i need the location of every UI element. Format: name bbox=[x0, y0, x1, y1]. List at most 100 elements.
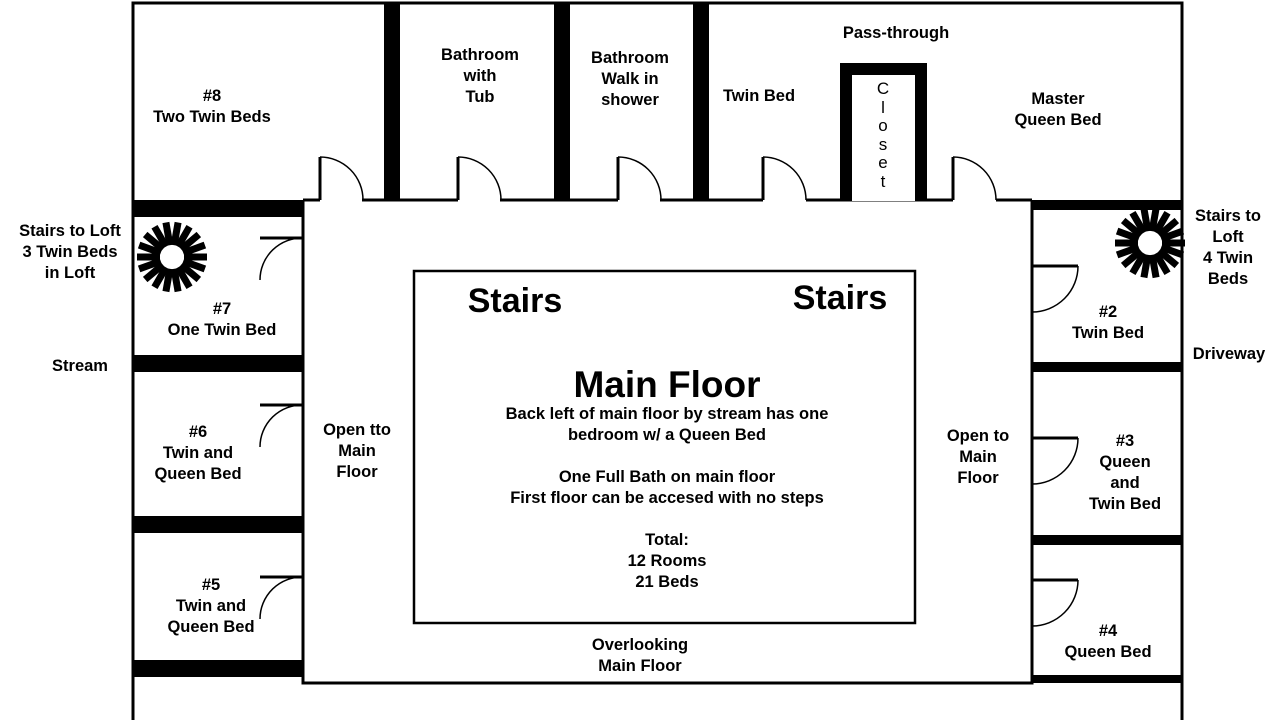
label-line: Main Floor bbox=[598, 657, 682, 675]
spiral-stairs-icon bbox=[137, 221, 207, 293]
label-line: Bathroom bbox=[441, 46, 519, 64]
stairs-label-right: Stairs bbox=[792, 279, 888, 317]
label-line: #4 bbox=[1098, 622, 1118, 640]
label-line: Open tto bbox=[323, 421, 391, 439]
driveway-label: Driveway bbox=[1193, 344, 1265, 365]
label-line: Overlooking bbox=[591, 636, 689, 654]
label-line: o bbox=[878, 116, 888, 135]
label-line: Back left of main floor by stream has on… bbox=[505, 405, 829, 423]
label-line: and bbox=[1110, 474, 1140, 492]
label-line: Loft bbox=[1212, 228, 1244, 246]
label-line: in Loft bbox=[44, 264, 96, 282]
label-line: Twin and bbox=[175, 597, 247, 615]
label-line: #2 bbox=[1098, 303, 1118, 321]
label-line: C bbox=[876, 79, 890, 98]
side-door-leaves bbox=[260, 236, 1078, 582]
stream-label: Stream bbox=[52, 356, 108, 377]
label-line: Pass-through bbox=[842, 24, 950, 42]
label-line: Beds bbox=[1207, 270, 1249, 288]
stair-step bbox=[137, 241, 162, 257]
stair-step bbox=[1152, 210, 1171, 235]
stair-step bbox=[1148, 207, 1160, 232]
label-line: Stairs to bbox=[1194, 207, 1262, 225]
stair-step bbox=[1140, 207, 1152, 232]
stair-step bbox=[1162, 239, 1185, 247]
label-line: Queen Bed bbox=[1064, 643, 1152, 661]
label-line: Stairs to Loft bbox=[19, 222, 121, 240]
stair-step bbox=[1160, 227, 1185, 243]
stair-step bbox=[170, 221, 182, 246]
stair-step bbox=[162, 268, 174, 293]
spiral-stairs-icon bbox=[1115, 207, 1185, 279]
closet-interior bbox=[852, 75, 915, 201]
label-line: Main bbox=[959, 448, 997, 466]
label-line: bedroom w/ a Queen Bed bbox=[567, 426, 767, 444]
label-line: with bbox=[463, 67, 497, 85]
stair-step bbox=[184, 253, 207, 261]
main-floor-box bbox=[412, 269, 917, 625]
label-line: 3 Twin Beds bbox=[22, 243, 118, 261]
label-line: Driveway bbox=[1192, 345, 1266, 363]
label-line: Twin and bbox=[162, 444, 234, 462]
main-floor-title: Main Floor bbox=[573, 364, 761, 405]
stair-step bbox=[142, 231, 166, 252]
label-line: e bbox=[878, 153, 888, 172]
label-line: 4 Twin bbox=[1202, 249, 1254, 267]
label-line: Twin Bed bbox=[1088, 495, 1162, 513]
label-line: Queen Bed bbox=[167, 618, 255, 636]
stair-step bbox=[1115, 239, 1138, 247]
label-line: One Full Bath on main floor bbox=[558, 468, 776, 486]
label-line: Open to bbox=[946, 427, 1010, 445]
notes-label: Back left of main floor by stream has on… bbox=[506, 404, 829, 593]
label-line bbox=[506, 509, 829, 530]
label-line: #6 bbox=[188, 423, 208, 441]
door-arcs bbox=[259, 156, 1079, 627]
label-line: Floor bbox=[336, 463, 378, 481]
corridor-wall bbox=[301, 200, 1034, 685]
label-line: Twin Bed bbox=[722, 87, 796, 105]
label-line: #8 bbox=[202, 87, 222, 105]
label-line bbox=[506, 446, 829, 467]
label-line: t bbox=[880, 171, 886, 191]
label-line: Queen Bed bbox=[154, 465, 242, 483]
stair-step bbox=[151, 224, 170, 249]
label-line: 21 Beds bbox=[635, 573, 699, 591]
stair-step bbox=[1115, 243, 1140, 259]
stair-step bbox=[174, 224, 193, 249]
label-line: shower bbox=[601, 91, 659, 109]
stair-step bbox=[1115, 227, 1140, 243]
stair-step bbox=[137, 253, 160, 261]
label-line: Queen bbox=[1099, 453, 1151, 471]
label-line: 12 Rooms bbox=[627, 552, 707, 570]
stair-step bbox=[1120, 248, 1144, 269]
label-line: #7 bbox=[212, 300, 232, 318]
label-line: Twin Bed bbox=[1071, 324, 1145, 342]
stairs-label-left: Stairs bbox=[467, 282, 563, 320]
pass-through-label: Pass-through bbox=[843, 23, 949, 44]
label-line: Floor bbox=[957, 469, 999, 487]
label-line: l bbox=[881, 97, 885, 117]
door-leaves bbox=[318, 157, 955, 200]
stair-step bbox=[1152, 251, 1171, 276]
stair-step bbox=[1129, 210, 1148, 235]
stair-step bbox=[151, 265, 170, 290]
label-line: Bathroom bbox=[591, 49, 669, 67]
label-line: One Twin Bed bbox=[167, 321, 277, 339]
stair-step bbox=[1129, 251, 1148, 276]
label-line: Stream bbox=[52, 357, 108, 375]
twin-bed-top-label: Twin Bed bbox=[723, 86, 795, 107]
label-line: Master bbox=[1031, 90, 1085, 108]
label-line: Main bbox=[338, 442, 376, 460]
label-line: Queen Bed bbox=[1014, 111, 1102, 129]
